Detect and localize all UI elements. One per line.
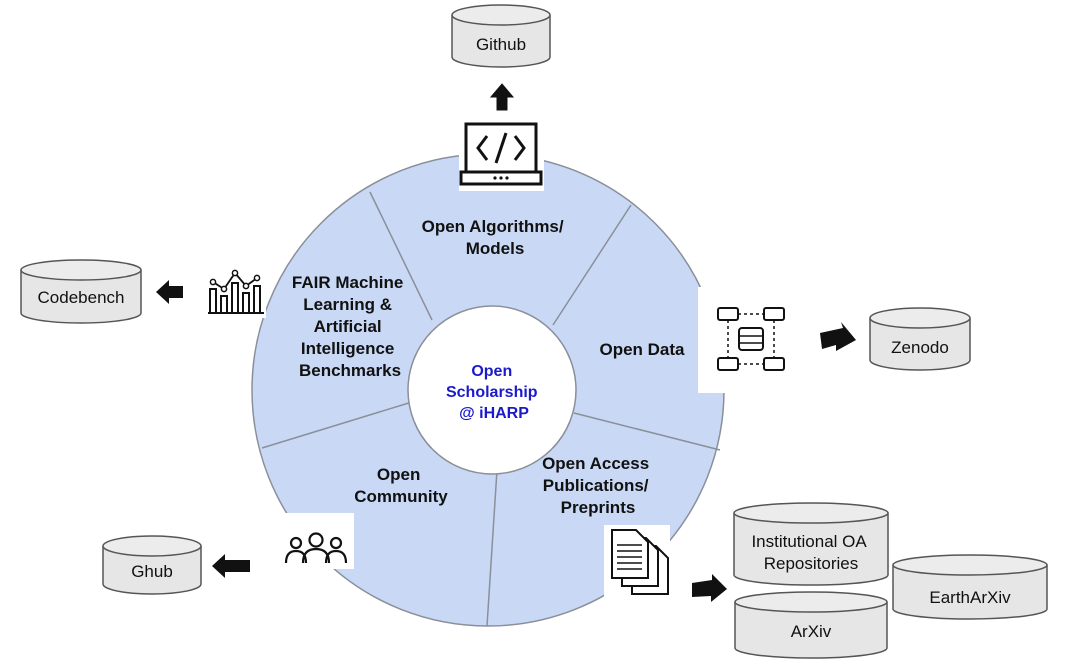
github-label: Github bbox=[476, 35, 526, 54]
segment-label-data: Open Data bbox=[599, 340, 685, 359]
codebench-label: Codebench bbox=[38, 288, 125, 307]
documents-icon bbox=[604, 525, 670, 597]
zenodo-cylinder: Zenodo bbox=[869, 307, 971, 371]
laptop-code-icon bbox=[459, 117, 544, 191]
ghub-label: Ghub bbox=[131, 562, 173, 581]
institutional-label: Institutional OA Repositories bbox=[751, 532, 870, 573]
segment-label-benchmarks: FAIR Machine Learning & Artificial Intel… bbox=[292, 273, 408, 380]
arrow-up-icon bbox=[489, 83, 515, 111]
eartharxiv-cylinder: EarthArXiv bbox=[892, 554, 1048, 620]
segment-label-algorithms: Open Algorithms/ Models bbox=[422, 217, 569, 258]
chart-bars-icon bbox=[204, 266, 266, 318]
people-group-icon bbox=[278, 513, 354, 569]
arxiv-label: ArXiv bbox=[791, 622, 832, 641]
segment-dividers bbox=[261, 191, 721, 627]
github-cylinder: Github bbox=[451, 4, 551, 68]
institutional-cylinder: Institutional OA Repositories bbox=[733, 502, 889, 586]
ghub-cylinder: Ghub bbox=[102, 535, 202, 595]
arrow-left-ghub-icon bbox=[212, 554, 250, 578]
arxiv-cylinder: ArXiv bbox=[734, 591, 888, 659]
database-network-icon bbox=[698, 287, 798, 393]
segment-label-community: Open Community bbox=[354, 465, 448, 506]
segment-label-publications: Open Access Publications/ Preprints bbox=[542, 454, 654, 517]
arrow-left-codebench-icon bbox=[156, 280, 183, 304]
zenodo-label: Zenodo bbox=[891, 338, 949, 357]
center-label: Open Scholarship @ iHARP bbox=[446, 363, 542, 422]
codebench-cylinder: Codebench bbox=[20, 259, 142, 324]
eartharxiv-label: EarthArXiv bbox=[929, 588, 1011, 607]
arrow-right-zenodo-icon bbox=[820, 322, 856, 351]
arrow-right-repositories-icon bbox=[692, 574, 727, 602]
center-circle bbox=[407, 305, 577, 475]
